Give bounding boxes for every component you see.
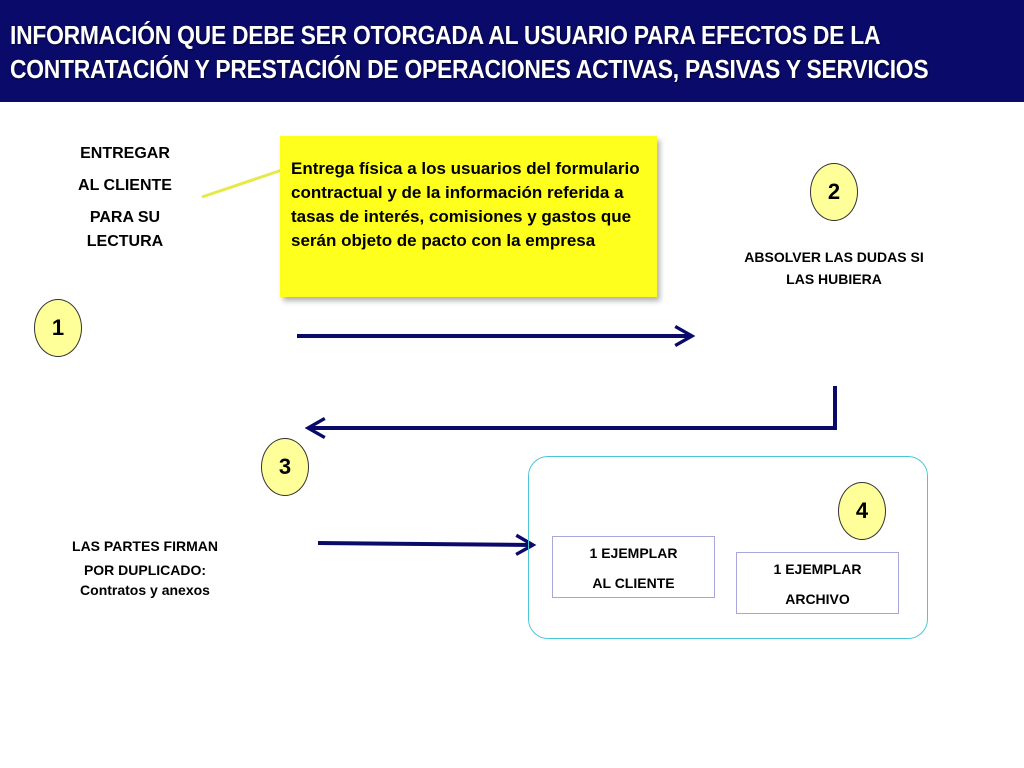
title-line-1: INFORMACIÓN QUE DEBE SER OTORGADA AL USU… [10,20,881,50]
step2-line2: LAS HUBIERA [786,271,882,287]
copy-client-line1: 1 EJEMPLAR [589,545,678,561]
copy-archive-line1: 1 EJEMPLAR [773,561,862,577]
step4-group [528,456,928,639]
copy-archive-box: 1 EJEMPLAR ARCHIVO [736,552,899,614]
step3-label: LAS PARTES FIRMAN POR DUPLICADO: Contrat… [40,536,250,604]
step2-number-badge: 2 [810,163,858,221]
step2-line1: ABSOLVER LAS DUDAS SI [744,249,924,265]
step2-label: ABSOLVER LAS DUDAS SI LAS HUBIERA [718,246,950,290]
step1-line3: PARA SU [89,209,161,226]
step4-number-badge: 4 [838,482,886,540]
copy-client-line2: AL CLIENTE [592,575,675,591]
step3-number-badge: 3 [261,438,309,496]
arrow-step3-to-step4 [317,533,537,556]
step1-line4: LECTURA [86,233,164,250]
step1-line1: ENTREGAR [80,145,170,162]
copy-archive-line2: ARCHIVO [785,591,850,607]
arrow-step2-to-step3 [304,386,837,440]
callout-note: Entrega física a los usuarios del formul… [280,136,657,297]
title-line-2: CONTRATACIÓN Y PRESTACIÓN DE OPERACIONES… [10,54,929,84]
callout-connector [201,168,283,199]
step1-number-badge: 1 [34,299,82,357]
step3-line3: Contratos y anexos [80,582,210,598]
step3-line1: LAS PARTES FIRMAN [72,538,218,554]
step3-line2: POR DUPLICADO: [83,562,207,578]
title-banner: INFORMACIÓN QUE DEBE SER OTORGADA AL USU… [0,0,1024,102]
step1-line2: AL CLIENTE [78,177,172,194]
copy-client-box: 1 EJEMPLAR AL CLIENTE [552,536,715,598]
step1-label: ENTREGAR AL CLIENTE PARA SU LECTURA [50,144,200,264]
